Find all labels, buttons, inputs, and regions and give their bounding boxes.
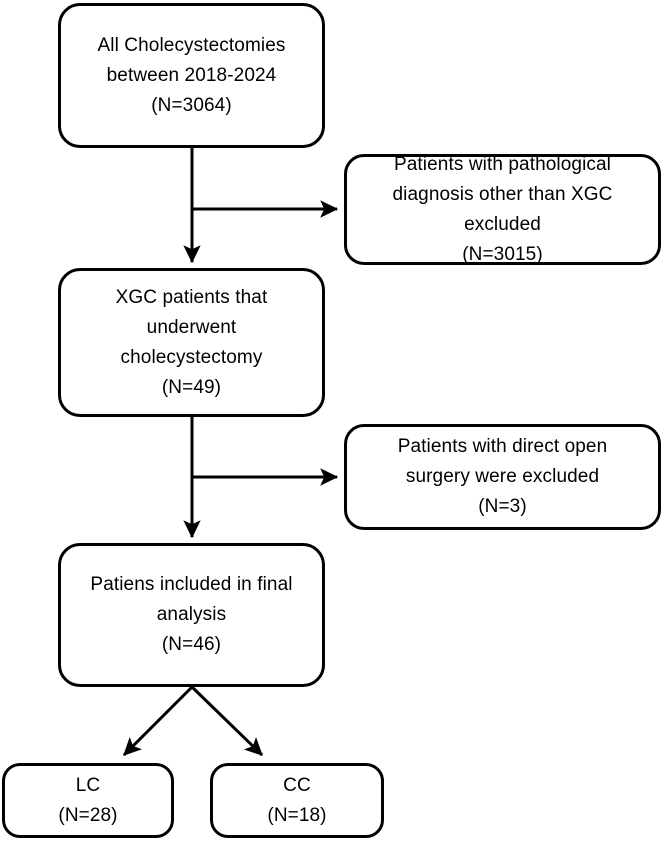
node-lc: LC (N=28) xyxy=(2,763,174,838)
node-lc-label: LC (N=28) xyxy=(58,774,118,826)
node-excluded-open-surgery: Patients with direct open surgery were e… xyxy=(344,424,661,530)
node-final-analysis: Patiens included in final analysis (N=46… xyxy=(58,543,325,687)
node-all-cholecystectomies-label: All Cholecystectomies between 2018-2024 … xyxy=(97,34,286,116)
node-cc-label: CC (N=18) xyxy=(267,774,327,826)
node-xgc-cholecystectomy-label: XGC patients that underwent cholecystect… xyxy=(115,286,268,398)
node-all-cholecystectomies: All Cholecystectomies between 2018-2024 … xyxy=(58,3,325,148)
node-excluded-pathological: Patients with pathological diagnosis oth… xyxy=(344,154,661,265)
node-xgc-cholecystectomy: XGC patients that underwent cholecystect… xyxy=(58,268,325,417)
node-excluded-pathological-label: Patients with pathological diagnosis oth… xyxy=(392,153,613,265)
node-final-analysis-label: Patiens included in final analysis (N=46… xyxy=(90,574,293,655)
node-excluded-open-surgery-label: Patients with direct open surgery were e… xyxy=(397,436,608,517)
node-cc: CC (N=18) xyxy=(210,763,384,838)
connector-final-to-cc xyxy=(190,685,264,757)
connector-final-to-lc xyxy=(122,685,194,757)
